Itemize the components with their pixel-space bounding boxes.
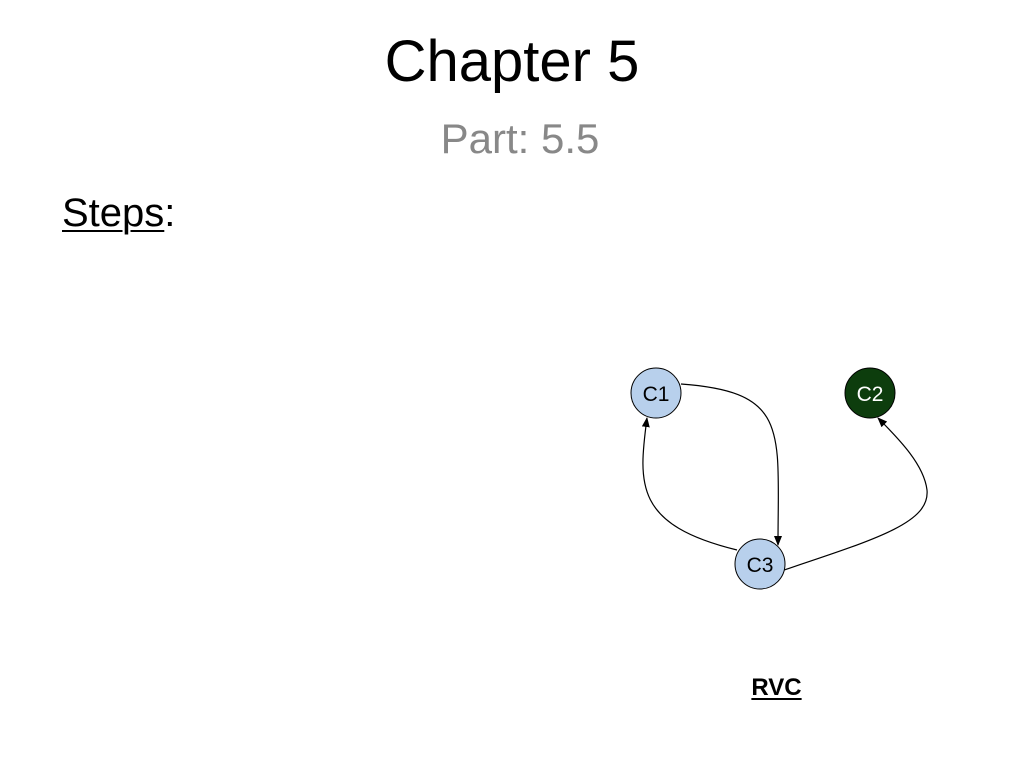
- slide-title: Chapter 5: [384, 29, 640, 94]
- node-c3-label: C3: [747, 554, 774, 577]
- node-c3-circle: [734, 538, 786, 590]
- edge-c3-to-c1: [641, 417, 738, 551]
- edge-c1-to-c3: [680, 383, 783, 546]
- steps-colon: :: [164, 191, 176, 235]
- node-c2-circle: [844, 367, 896, 419]
- node-c2-label: C2: [857, 383, 884, 406]
- node-c1-circle: [630, 367, 682, 419]
- slide-subtitle: Part: 5.5: [440, 115, 600, 162]
- node-c3: C3: [734, 538, 786, 590]
- diagram-caption: RVC: [751, 674, 802, 701]
- node-c1-label: C1: [643, 383, 670, 406]
- node-c2: C2: [844, 367, 896, 419]
- steps-heading: Steps:: [62, 188, 175, 238]
- steps-word: Steps: [62, 191, 165, 235]
- edge-c3-to-c2: [783, 417, 928, 571]
- node-c1: C1: [630, 367, 682, 419]
